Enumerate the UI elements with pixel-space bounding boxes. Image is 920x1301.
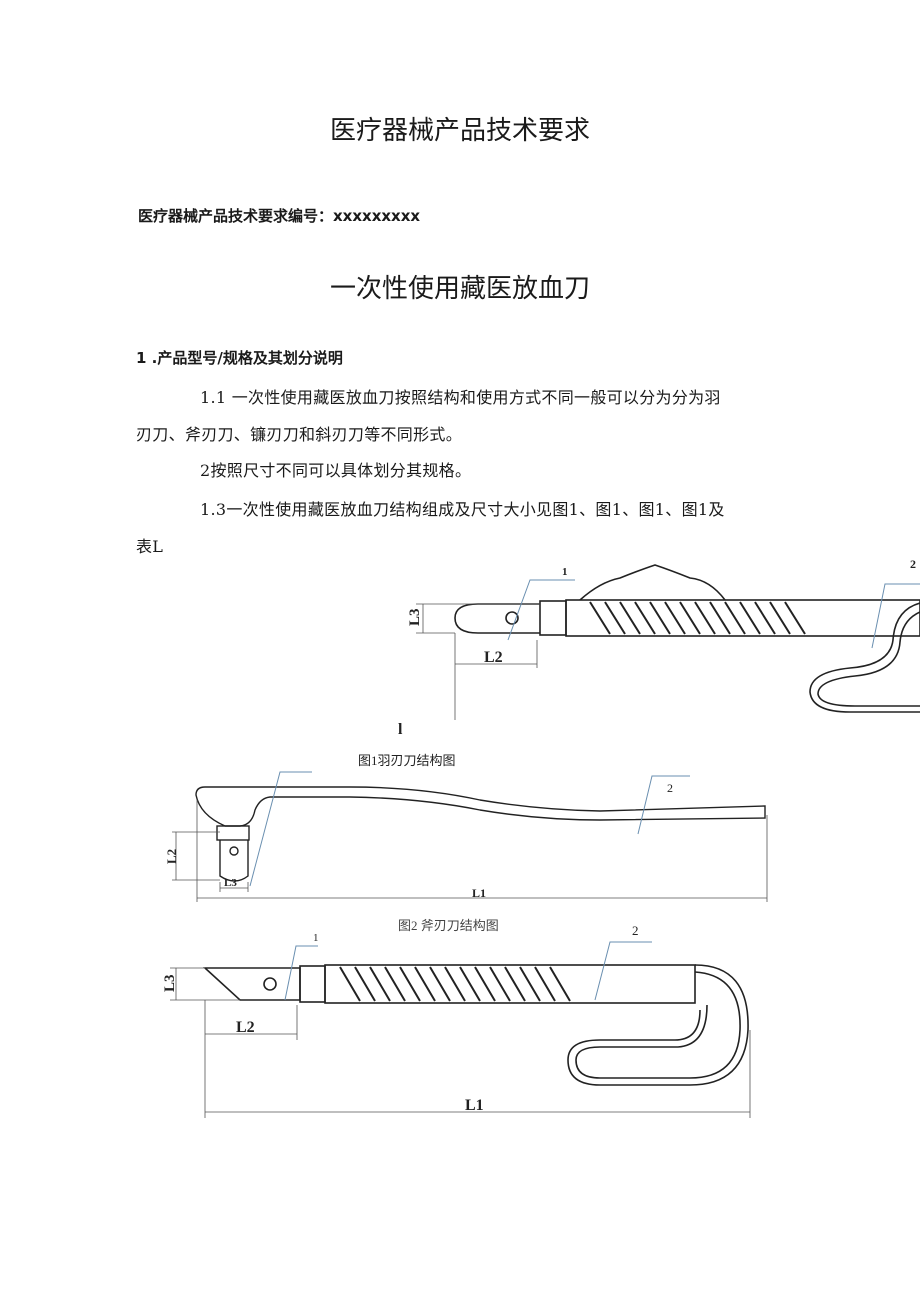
- figure-1-drawing: [454, 564, 920, 713]
- section-heading: 1 .产品型号/规格及其划分说明: [136, 349, 343, 367]
- fig2-part2-label: 2: [667, 781, 673, 795]
- figure-2-drawing: [195, 786, 766, 882]
- fig1-part2-label: 2: [910, 557, 916, 571]
- paragraph-1-2: 2按照尺寸不同可以具体划分其规格。: [200, 461, 472, 480]
- product-name: 一次性使用藏医放血刀: [329, 274, 590, 304]
- figure-3-dimensions: [170, 967, 751, 1118]
- paragraph-1-1-cont: 刃刀、斧刃刀、镰刃刀和斜刃刀等不同形式。: [136, 425, 463, 444]
- fig1-l3-label: L3: [407, 608, 423, 626]
- figure-1-leaders: [507, 579, 920, 649]
- technical-requirement-code: 医疗器械产品技术要求编号：xxxxxxxxx: [138, 207, 421, 225]
- figure-3-drawing: [202, 964, 749, 1086]
- fig1-stray-label: l: [398, 721, 403, 738]
- paragraph-1-3: 1.3一次性使用藏医放血刀结构组成及尺寸大小见图1、图1、图1、图1及: [200, 500, 725, 519]
- paragraph-1-1: 1.1 一次性使用藏医放血刀按照结构和使用方式不同一般可以分为分为羽: [200, 388, 721, 407]
- fig3-l3-label: L3: [162, 974, 178, 992]
- document-title: 医疗器械产品技术要求: [329, 116, 590, 146]
- figure-3-leaders: [284, 941, 652, 1001]
- fig1-part1-label: 1: [562, 566, 568, 578]
- figure-1-dimensions: [416, 603, 540, 720]
- figure-2-dimensions: [172, 800, 768, 902]
- fig3-l2-label: L2: [236, 1019, 255, 1036]
- fig3-l1-label: L1: [465, 1097, 484, 1114]
- fig3-part1-label: 1: [313, 932, 319, 944]
- figure-1-caption: 图1羽刃刀结构图: [358, 753, 456, 768]
- paragraph-1-3-cont: 表L: [136, 537, 164, 556]
- fig1-l2-label: L2: [484, 649, 503, 666]
- fig2-l2-label: L2: [164, 849, 179, 864]
- fig3-part2-label: 2: [632, 923, 639, 938]
- figure-2-leaders: [249, 771, 690, 887]
- fig2-l3-label: L3: [224, 877, 237, 889]
- figure-2-caption: 图2 斧刃刀结构图: [398, 918, 499, 933]
- fig2-l1-label: L1: [472, 886, 486, 900]
